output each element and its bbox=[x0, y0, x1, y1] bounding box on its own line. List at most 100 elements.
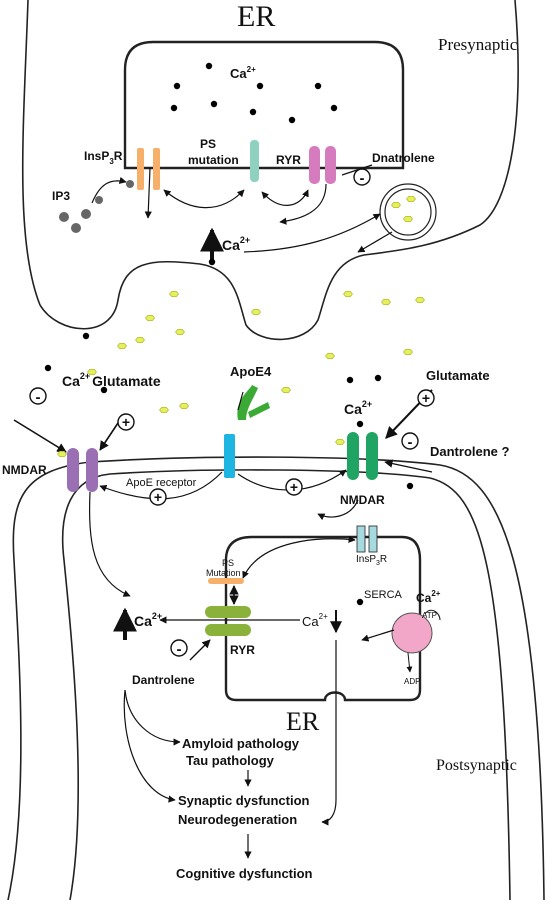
calcium-ion-dot bbox=[288, 116, 296, 124]
calcium-ion-dot bbox=[314, 82, 322, 90]
svg-text:+: + bbox=[290, 479, 298, 495]
calcium-ion-dot bbox=[44, 364, 52, 372]
ip3-label: IP3 bbox=[52, 189, 70, 203]
arrow-adp-out bbox=[406, 652, 413, 673]
serca-pump bbox=[391, 612, 433, 654]
arrow-apoe-to-nmdar-left bbox=[99, 471, 223, 500]
calcium-ion-dot bbox=[249, 108, 257, 116]
calcium-ions bbox=[44, 62, 414, 606]
insp3r-postsynaptic-channel-2 bbox=[368, 525, 378, 553]
postsynaptic-label: Postsynaptic bbox=[436, 757, 517, 774]
glutamate-hexagon bbox=[281, 386, 291, 394]
arrow-ip3-to-insp3r bbox=[91, 176, 127, 204]
apoe-receptor-label: ApoE receptor bbox=[126, 477, 197, 489]
glutamate-hexagon bbox=[381, 298, 391, 306]
postsynaptic-membrane-outer bbox=[7, 456, 545, 901]
glutamate-hexagon bbox=[175, 328, 185, 336]
svg-text:+: + bbox=[422, 390, 430, 406]
glutamate-hexagon bbox=[159, 406, 169, 414]
inhibit-line-dantrolene-right bbox=[384, 459, 433, 473]
inhibit-line-dantrolene-post bbox=[189, 639, 211, 661]
ca-serca-label: Ca2+ bbox=[416, 589, 441, 605]
glutamate-hexagon bbox=[87, 368, 97, 376]
insp3r-label-post: InsP3R bbox=[356, 554, 387, 567]
calcium-ion-dot bbox=[173, 82, 181, 90]
ryr-postsynaptic-channel bbox=[205, 606, 251, 618]
calcium-ion-dot bbox=[406, 482, 414, 490]
svg-text:-: - bbox=[408, 434, 413, 451]
apoe4-molecule bbox=[237, 385, 270, 420]
cognitive-dysfunction-label: Cognitive dysfunction bbox=[176, 866, 313, 881]
glutamate-hexagon bbox=[343, 290, 353, 298]
arrow-insp3r-ps bbox=[242, 535, 356, 579]
calcium-ion-dot bbox=[82, 332, 90, 340]
ryr-label-top: RYR bbox=[276, 153, 301, 167]
ca-glutamate-left-label: Ca2+Glutamate bbox=[62, 371, 161, 389]
calcium-ion-dot bbox=[356, 598, 364, 606]
svg-text:-: - bbox=[360, 170, 365, 187]
insp3r-postsynaptic-channel bbox=[356, 525, 366, 553]
calcium-ion-dot bbox=[205, 62, 213, 70]
synaptic-vesicle bbox=[379, 183, 437, 241]
glutamate-hexagon bbox=[403, 216, 413, 222]
ca-pre-cyto-label: Ca2+ bbox=[222, 235, 250, 253]
calcium-ion-dot bbox=[330, 104, 338, 112]
minus-circle-left: - bbox=[29, 387, 47, 406]
calcium-ion-dot bbox=[208, 258, 216, 266]
dnatrolene-label: Dnatrolene bbox=[372, 151, 435, 165]
ryr-presynaptic-channel-2 bbox=[325, 146, 336, 184]
arrow-nmdar-right-to-er bbox=[317, 499, 359, 521]
nmdar-right-channel-2 bbox=[366, 432, 378, 480]
calcium-ion-dot bbox=[356, 420, 364, 428]
glutamate-hexagon bbox=[251, 308, 261, 316]
calcium-ion-dot bbox=[256, 82, 264, 90]
er-label-top: ER bbox=[237, 0, 275, 33]
nmdar-right-channel bbox=[347, 432, 359, 480]
er-presynaptic bbox=[123, 40, 405, 170]
er-label-bottom: ER bbox=[286, 707, 320, 736]
arrow-ca-to-amyloid bbox=[124, 689, 181, 746]
glutamate-hexagon bbox=[335, 438, 345, 446]
ps-mutation-presynaptic-channel bbox=[250, 140, 259, 182]
apoe4-label: ApoE4 bbox=[230, 364, 272, 379]
glutamate-molecules bbox=[57, 196, 425, 458]
ps-mutation-label-post-2: Mutation bbox=[206, 568, 241, 578]
adp-label: ADP bbox=[404, 677, 420, 686]
arrow-ps-ryr bbox=[261, 189, 309, 206]
arrow-insp3r-release bbox=[144, 167, 152, 219]
calcium-ion-dot bbox=[374, 374, 382, 382]
ps-mutation-label-top-2: mutation bbox=[188, 153, 239, 167]
calcium-ion-dot bbox=[170, 104, 178, 112]
arrow-ca-serca-in bbox=[424, 609, 441, 621]
glutamate-hexagon bbox=[403, 348, 413, 356]
minus-circle-dnatrolene: - bbox=[353, 168, 371, 187]
arrow-glutamate-left bbox=[13, 419, 67, 453]
plus-circle-apoe-left: + bbox=[149, 488, 167, 506]
glutamate-hexagon bbox=[415, 296, 425, 304]
glutamate-hexagon bbox=[57, 450, 67, 458]
ryr-postsynaptic-channel-2 bbox=[205, 624, 251, 636]
ca-right-label: Ca2+ bbox=[344, 399, 372, 417]
glutamate-hexagon bbox=[391, 202, 401, 208]
ca-post-er-label: Ca2+ bbox=[302, 612, 328, 629]
ca-post-left-label: Ca2+ bbox=[134, 611, 162, 629]
glutamate-hexagon bbox=[406, 196, 416, 202]
calcium-ion-dot bbox=[100, 386, 108, 394]
glutamate-hexagon bbox=[117, 342, 127, 350]
glutamate-hexagon bbox=[169, 290, 179, 298]
dantrolene-q-label: Dantrolene ? bbox=[430, 444, 510, 459]
nmdar-left-channel-2 bbox=[86, 448, 98, 492]
nmdar-left-channel bbox=[67, 448, 79, 492]
svg-text:-: - bbox=[177, 641, 182, 658]
apoe-receptor bbox=[224, 434, 235, 478]
postsynaptic-membrane-inner bbox=[61, 469, 511, 901]
atp-label: ATP bbox=[422, 611, 437, 620]
serca-label: SERCA bbox=[364, 589, 403, 601]
synaptic-dysfunction-label: Synaptic dysfunction bbox=[178, 793, 310, 808]
ps-mutation-postsynaptic bbox=[208, 578, 244, 584]
svg-text:+: + bbox=[154, 489, 162, 505]
arrow-nmdar-left-influx bbox=[89, 491, 131, 597]
svg-text:+: + bbox=[122, 414, 130, 430]
